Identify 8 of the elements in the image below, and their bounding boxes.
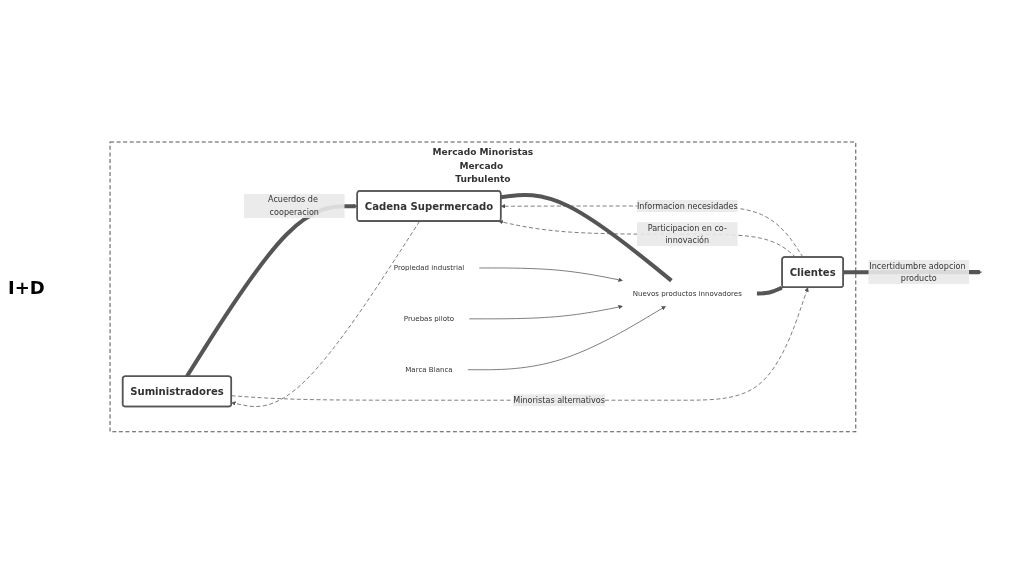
edge-label: Acuerdos de cooperacion [268,195,319,217]
edge-label: Informacion necesidades [636,201,738,211]
edge-label: Incertidumbre adopcion producto [869,261,966,283]
connector [500,193,673,283]
annotation-label: I+D [8,276,46,298]
edge-label: Participacion en co-innovación [647,223,727,245]
edge-label: Minoristas alternativos [513,395,605,405]
arrow [756,286,784,296]
